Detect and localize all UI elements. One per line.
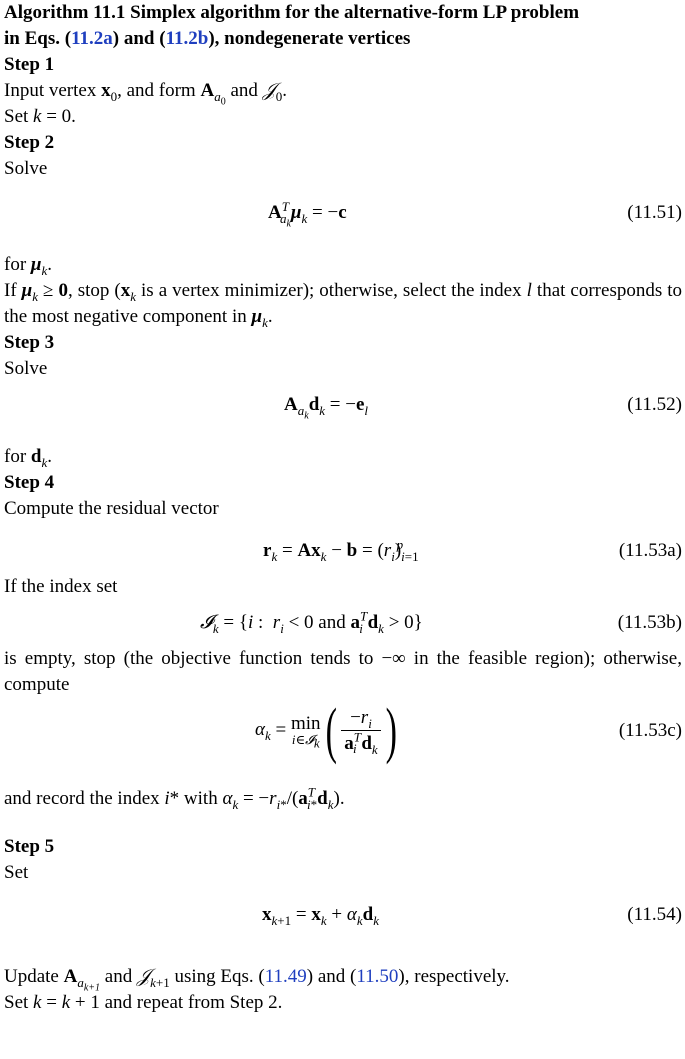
equation-11-54-math: xk+1 = xk + αkdk [262, 904, 379, 928]
text: Set [4, 992, 34, 1013]
step-5-heading: Step 5 [4, 836, 55, 857]
text: Input vertex [4, 80, 102, 101]
text: is a vertex minimizer); otherwise, selec… [136, 280, 527, 301]
algorithm-page: Algorithm 11.1 Simplex algorithm for the… [4, 0, 682, 1016]
equation-number: (11.52) [627, 394, 682, 415]
equation-11-51-math: ATakμk = −c [268, 198, 347, 230]
text: = 0. [41, 106, 76, 127]
if-index-set: If the index set [4, 576, 118, 597]
text: ) and ( [306, 966, 357, 987]
text: otherwise, compute [4, 648, 682, 695]
ref-11-2b-link[interactable]: 11.2b [165, 28, 209, 49]
text: and record the index [4, 788, 165, 809]
title-line-1: Algorithm 11.1 Simplex algorithm for the… [4, 2, 580, 23]
text: and [100, 966, 137, 987]
text: , and form [117, 80, 201, 101]
step-1-line-1: Input vertex x0, and form Aa0 and 𝒥0. [4, 80, 287, 108]
equation-number: (11.54) [627, 904, 682, 925]
text: ), respectively. [398, 966, 510, 987]
step-1-heading: Step 1 [4, 54, 55, 75]
equation-11-53b-math: 𝓘k = {i : ri < 0 and aTi dk > 0} [200, 608, 423, 636]
ref-11-2a-link[interactable]: 11.2a [71, 28, 113, 49]
record-index: and record the index i* with αk = −ri*/(… [4, 784, 345, 812]
title-text: in Eqs. ( [4, 28, 72, 49]
text: for [4, 446, 31, 467]
solve-label: Solve [4, 158, 48, 179]
equation-11-53a-math: rk = Axk − b = (ri)i=1p [263, 536, 419, 564]
step-4-empty-text: is empty, stop (the objective function t… [4, 646, 682, 698]
title-text: ), nondegenerate vertices [208, 28, 411, 49]
text: Update [4, 966, 64, 987]
repeat-line: Set k = k + 1 and repeat from Step 2. [4, 992, 283, 1013]
equation-number: (11.53c) [618, 720, 682, 741]
equation-11-51: ATakμk = −c (11.51) [4, 198, 682, 230]
equation-11-52: Aakdk = −el (11.52) [4, 392, 682, 422]
text: and repeat from Step 2. [99, 992, 283, 1013]
step-4-heading: Step 4 [4, 472, 55, 493]
text: with [179, 788, 223, 809]
text: using Eqs. ( [169, 966, 265, 987]
step-2-paragraph: If μk ≥ 0, stop (xk is a vertex minimize… [4, 280, 683, 330]
equation-11-52-math: Aakdk = −el [284, 394, 369, 422]
ref-11-49-link[interactable]: 11.49 [264, 966, 307, 987]
step-2-for: for μk. [4, 254, 53, 278]
update-line: Update Aak+1 and 𝒥k+1 using Eqs. (11.49)… [4, 966, 510, 994]
title-line-2: in Eqs. (11.2a) and (11.2b), nondegenera… [4, 26, 682, 52]
step-1-line-2: Set k = 0. [4, 106, 76, 127]
text: for [4, 254, 31, 275]
step-2-heading: Step 2 [4, 132, 55, 153]
title-text: ) and ( [112, 28, 166, 49]
text: is empty, stop (the objective function t… [4, 648, 596, 669]
equation-11-53a: rk = Axk − b = (ri)i=1p (11.53a) [4, 538, 682, 564]
equation-number: (11.51) [627, 202, 682, 223]
compute-residual: Compute the residual vector [4, 498, 219, 519]
text: corresponds to the most negative compone… [4, 280, 683, 327]
ref-11-50-link[interactable]: 11.50 [356, 966, 399, 987]
text: that [531, 280, 566, 301]
set-label: Set [4, 862, 29, 883]
algorithm-title: Algorithm 11.1 Simplex algorithm for the… [4, 0, 682, 52]
equation-number: (11.53a) [618, 540, 682, 561]
equation-11-53b: 𝓘k = {i : ri < 0 and aTi dk > 0} (11.53b… [4, 610, 682, 636]
step-3-for: for dk. [4, 446, 53, 470]
solve-label: Solve [4, 358, 48, 379]
text: Set [4, 106, 34, 127]
text: If [4, 280, 22, 301]
text: , stop ( [67, 280, 121, 301]
step-3-heading: Step 3 [4, 332, 55, 353]
text: and [225, 80, 263, 101]
equation-number: (11.53b) [617, 612, 682, 633]
equation-11-54: xk+1 = xk + αkdk (11.54) [4, 902, 682, 928]
